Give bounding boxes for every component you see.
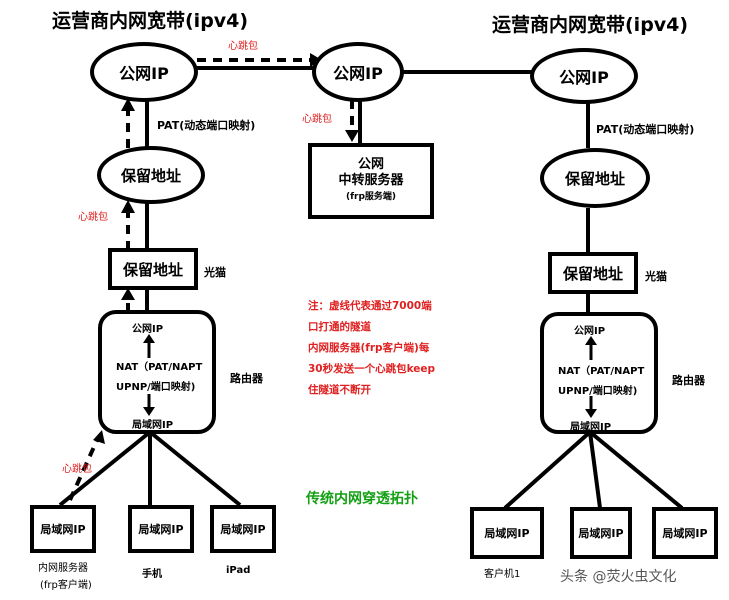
device-right-2-label: 局域网IP (578, 527, 624, 540)
public-ip-left: 公网IP (90, 42, 198, 102)
arrow-left-2 (121, 200, 135, 213)
device-right-3-label: 局域网IP (662, 527, 708, 540)
heartbeat-label-center: 心跳包 (302, 114, 332, 125)
reserved-ellipse-right-label: 保留地址 (564, 169, 625, 188)
modem-left: 保留地址 (108, 248, 198, 290)
router-right-caption: 路由器 (672, 374, 705, 387)
arrow-left-3 (121, 288, 135, 300)
device-right-3: 局域网IP (652, 507, 718, 559)
public-ip-center-label: 公网IP (333, 64, 383, 83)
heartbeat-label-top: 心跳包 (228, 41, 258, 52)
line-tree-r2 (588, 431, 602, 509)
router-left-nat: NAT（PAT/NAPT (116, 362, 203, 373)
device-left-phone: 局域网IP (128, 505, 194, 553)
dashed-left-device (68, 437, 100, 501)
modem-left-label: 保留地址 (122, 260, 183, 279)
router-left-public: 公网IP (132, 324, 164, 335)
reserved-ellipse-left: 保留地址 (97, 146, 205, 204)
device-left-server-name: 内网服务器 (38, 563, 88, 574)
title-left: 运营商内网宽带(ipv4) (52, 10, 249, 32)
router-right-lan: 局域网IP (570, 422, 612, 433)
modem-right-caption: 光猫 (645, 270, 667, 283)
line-tree-r3 (588, 430, 684, 510)
router-right-arrow-up (585, 336, 597, 360)
reserved-ellipse-right: 保留地址 (540, 148, 650, 208)
note-line-5: 住隧道不断开 (308, 384, 371, 396)
router-left-caption: 路由器 (230, 372, 263, 385)
public-ip-right-label: 公网IP (559, 68, 609, 87)
note-line-1: 注：虚线代表通过7000端 (308, 300, 432, 312)
note-block: 注：虚线代表通过7000端 口打通的隧道 内网服务器(frp客户端)每 30秒发… (308, 296, 435, 401)
router-left-arrow-up (143, 334, 155, 358)
router-left: 公网IP NAT（PAT/NAPT UPNP/端口映射) 局域网IP (98, 310, 216, 434)
reserved-ellipse-left-label: 保留地址 (120, 166, 181, 185)
device-right-2: 局域网IP (570, 507, 632, 559)
device-right-1-name: 客户机1 (484, 569, 521, 580)
relay-server: 公网 中转服务器 (frp服务端) (308, 143, 434, 219)
router-left-upnp: UPNP/端口映射) (116, 382, 196, 393)
title-right: 运营商内网宽带(ipv4) (492, 14, 689, 36)
public-ip-left-label: 公网IP (119, 64, 169, 83)
line-tree-r1 (503, 430, 592, 510)
arrow-left-1 (121, 98, 135, 111)
line-tree-l3 (148, 430, 242, 507)
modem-right: 保留地址 (548, 252, 638, 294)
diagram-caption: 传统内网穿透拓扑 (306, 491, 418, 507)
device-left-server-role: (frp客户端) (40, 580, 92, 591)
relay-server-line2: 中转服务器 (338, 173, 404, 188)
public-ip-center: 公网IP (312, 42, 404, 102)
router-right: 公网IP NAT（PAT/NAPT UPNP/端口映射) 局域网IP (540, 312, 658, 434)
device-left-ipad-label: 局域网IP (220, 523, 266, 536)
heartbeat-label-left: 心跳包 (78, 212, 108, 223)
device-left-ipad: 局域网IP (210, 505, 276, 553)
device-left-ipad-name: iPad (226, 565, 251, 576)
pat-label-right: PAT(动态端口映射) (596, 123, 695, 136)
device-right-1-label: 局域网IP (484, 527, 530, 540)
watermark: 头条 @荧火虫文化 (560, 569, 677, 585)
router-left-lan: 局域网IP (132, 420, 174, 431)
router-right-public: 公网IP (574, 326, 606, 337)
device-left-phone-name: 手机 (142, 569, 162, 580)
relay-server-line3: (frp服务端) (345, 192, 397, 202)
note-line-3: 内网服务器(frp客户端)每 (308, 342, 430, 354)
modem-right-label: 保留地址 (562, 264, 623, 283)
arrow-center (345, 130, 359, 142)
device-left-server-label: 局域网IP (40, 523, 86, 536)
device-left-phone-label: 局域网IP (138, 523, 184, 536)
public-ip-right: 公网IP (530, 48, 638, 104)
heartbeat-label-device: 心跳包 (62, 464, 92, 475)
pat-label-left: PAT(动态端口映射) (157, 119, 256, 132)
router-right-arrow-down (585, 396, 597, 418)
router-left-arrow-down (143, 394, 155, 416)
modem-left-caption: 光猫 (204, 266, 226, 279)
router-right-upnp: UPNP/端口映射) (558, 386, 638, 397)
relay-server-line1: 公网 (357, 157, 384, 172)
arrow-left-device (93, 430, 105, 444)
note-line-2: 口打通的隧道 (308, 321, 371, 333)
device-right-1: 局域网IP (470, 507, 544, 559)
router-right-nat: NAT（PAT/NAPT (558, 366, 645, 377)
device-left-server: 局域网IP (30, 505, 96, 553)
note-line-4: 30秒发送一个心跳包keep (308, 363, 436, 375)
